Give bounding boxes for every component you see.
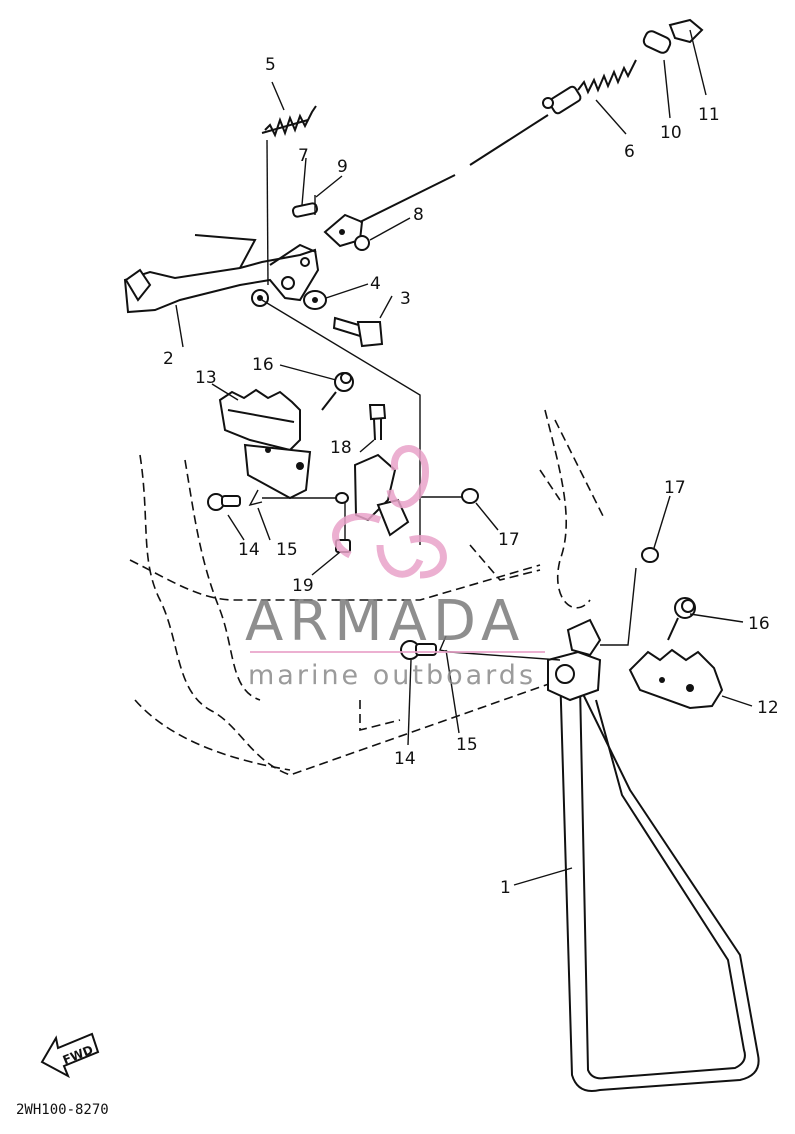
watermark-brand: ARMADA	[245, 589, 525, 654]
side-stand	[547, 618, 760, 1092]
watermark: ARMADA marine outboards	[245, 445, 545, 691]
callout-17-upper: 17	[498, 530, 520, 550]
callout-17-right: 17	[664, 478, 686, 498]
leader-lines	[175, 29, 753, 886]
callout-6: 6	[624, 142, 635, 162]
callout-2: 2	[163, 349, 174, 369]
callout-labels: 1 2 3 4 5 6 7 8 9 10 11 12 13 14 14 15 1…	[163, 55, 779, 898]
callout-14-lower: 14	[394, 749, 416, 769]
callout-18: 18	[330, 438, 352, 458]
adjuster-nut	[642, 18, 704, 54]
clevis-pin	[291, 195, 319, 218]
return-spring	[261, 105, 317, 286]
nut-17-lower	[600, 547, 659, 646]
callout-16-left: 16	[252, 355, 274, 375]
washer	[303, 290, 327, 310]
callout-4: 4	[370, 274, 381, 294]
fwd-arrow: FWD	[40, 1032, 100, 1079]
frame-outline	[129, 409, 606, 776]
callout-5: 5	[265, 55, 276, 75]
callout-11: 11	[698, 105, 720, 125]
callout-10: 10	[660, 123, 682, 143]
fwd-arrow-label: FWD	[61, 1043, 95, 1068]
callout-15-left: 15	[276, 540, 298, 560]
callout-8: 8	[413, 205, 424, 225]
footrest-pin-left	[207, 489, 349, 511]
callout-19: 19	[292, 576, 314, 596]
brake-pedal	[123, 234, 320, 314]
nut-17-upper	[420, 488, 479, 504]
footrest-spring-left	[321, 372, 354, 411]
callout-1: 1	[500, 878, 511, 898]
brake-rod	[323, 59, 637, 251]
bolt-18	[368, 404, 387, 441]
callout-16-right: 16	[748, 614, 770, 634]
armada-logo-mark	[332, 445, 447, 579]
callout-9: 9	[337, 157, 348, 177]
callout-15-lower: 15	[456, 735, 478, 755]
callout-3: 3	[400, 289, 411, 309]
callout-13: 13	[195, 368, 217, 388]
callout-7: 7	[298, 146, 309, 166]
callout-14-left: 14	[238, 540, 260, 560]
drawing-code: 2WH100-8270	[16, 1102, 109, 1118]
pivot-bolt	[332, 316, 384, 348]
watermark-tagline: marine outboards	[248, 660, 536, 691]
footrest-left	[218, 388, 312, 500]
footrest-spring-right	[667, 597, 696, 641]
footrest-right	[628, 648, 724, 710]
callout-12: 12	[757, 698, 779, 718]
